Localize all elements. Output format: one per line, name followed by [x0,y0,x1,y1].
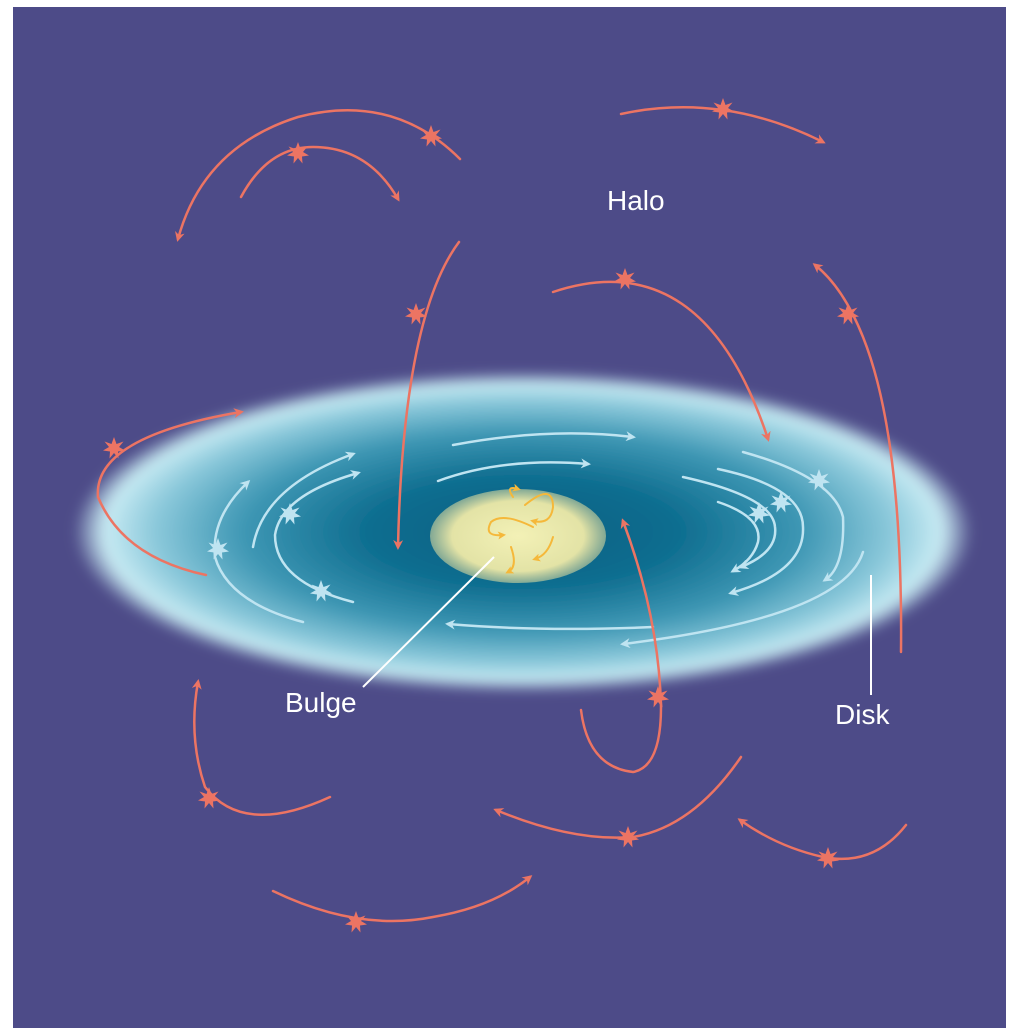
halo-orbit-arrow [579,518,663,774]
disk-orbits [213,431,865,649]
halo-star [647,686,669,708]
halo-label: Halo [607,185,665,216]
bulge-orbit-arrow [487,517,534,540]
halo-star [345,911,367,933]
halo-orbit-arrow [271,875,533,923]
disk-orbit-arrow [681,475,777,570]
halo-star [420,125,442,147]
disk-orbit-arrow [620,550,865,649]
bulge-leader-line [362,556,495,688]
halo-orbit-arrow [737,818,908,861]
bulge-orbit-arrow [505,546,515,574]
disk-label: Disk [835,699,890,730]
disk-orbit-arrow [451,431,636,447]
halo-star [614,268,636,290]
galaxy-diagram [73,98,973,933]
bulge-orbits [487,483,555,574]
halo-orbit-arrow [393,240,461,550]
bulge-orbit-arrow [524,493,555,526]
halo-star [103,437,125,459]
bulge-orbit-arrow [508,483,521,498]
halo-orbit-arrow [812,263,903,654]
bulge-label: Bulge [285,687,357,718]
halo-orbit-arrow [175,108,462,242]
disk-orbit-arrow [273,470,361,604]
halo-orbit-arrow [551,280,771,442]
disk-orbit-arrow [445,619,655,631]
disk-orbit-arrow [741,450,845,582]
disk-orbit-arrow [716,500,760,573]
galactic-bulge [430,489,606,583]
halo-orbit-arrow [191,679,332,817]
halo-star [287,142,309,164]
disk-orbit-arrow [436,458,591,483]
halo-orbits [96,106,908,923]
diagram-panel: Halo Bulge Disk [13,7,1006,1028]
disk-orbit-arrow [251,451,356,549]
halo-orbit-arrow [239,145,400,202]
halo-orbit-arrow [96,408,244,577]
disk-orbit-arrow [716,467,805,596]
bulge-orbit-arrow [532,536,554,562]
